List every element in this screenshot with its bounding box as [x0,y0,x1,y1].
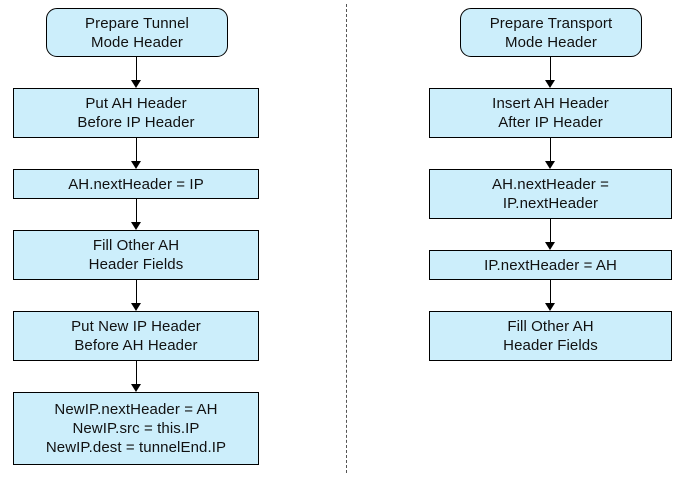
node-put-new-ip-header-before-ah-header[interactable]: Put New IP Header Before AH Header [13,311,259,361]
node-ip-nextheader-equals-ah[interactable]: IP.nextHeader = AH [429,250,672,280]
node-put-ah-header-before-ip-header[interactable]: Put AH Header Before IP Header [13,88,259,138]
arrow-transport-n3-to-n4 [545,219,556,250]
arrow-tunnel-n3-to-n4 [131,199,142,230]
node-ah-nextheader-equals-ip[interactable]: AH.nextHeader = IP [13,169,259,199]
arrow-tunnel-n2-to-n3 [131,138,142,169]
node-newip-assignments[interactable]: NewIP.nextHeader = AH NewIP.src = this.I… [13,392,259,465]
arrow-transport-n1-to-n2 [545,57,556,88]
node-fill-other-ah-header-fields-tunnel[interactable]: Fill Other AH Header Fields [13,230,259,280]
node-prepare-tunnel-mode-header[interactable]: Prepare Tunnel Mode Header [46,8,228,57]
arrow-tunnel-n1-to-n2 [131,57,142,88]
node-insert-ah-header-after-ip-header[interactable]: Insert AH Header After IP Header [429,88,672,138]
arrow-tunnel-n4-to-n5 [131,280,142,311]
node-ah-nextheader-equals-ip-nextheader[interactable]: AH.nextHeader = IP.nextHeader [429,169,672,219]
node-fill-other-ah-header-fields-transport[interactable]: Fill Other AH Header Fields [429,311,672,361]
flow-divider [346,4,347,473]
flow-transport-mode: Prepare Transport Mode Header Insert AH … [347,0,695,479]
node-prepare-transport-mode-header[interactable]: Prepare Transport Mode Header [460,8,642,57]
arrow-tunnel-n5-to-n6 [131,361,142,392]
arrow-transport-n2-to-n3 [545,138,556,169]
arrow-transport-n4-to-n5 [545,280,556,311]
flow-tunnel-mode: Prepare Tunnel Mode Header Put AH Header… [0,0,346,479]
